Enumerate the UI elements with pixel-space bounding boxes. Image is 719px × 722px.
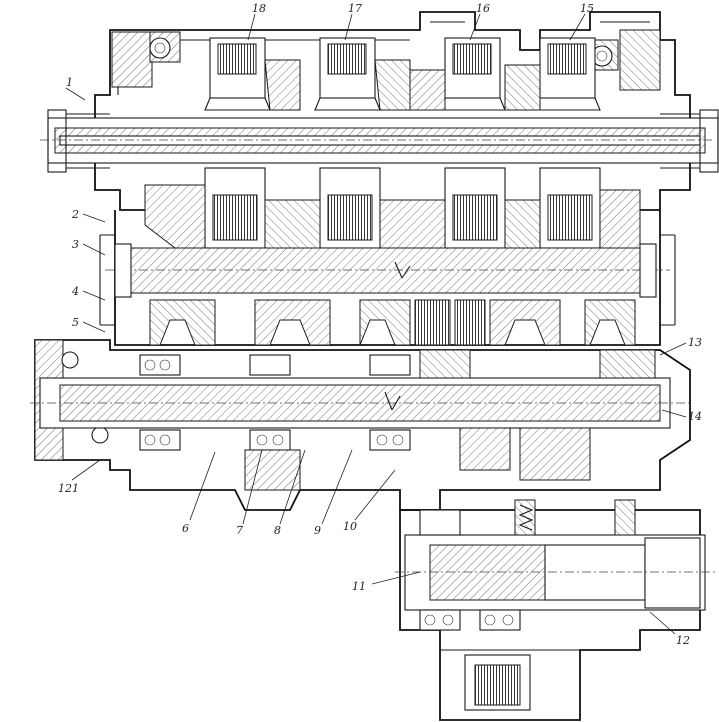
callout-16: 16 (476, 2, 490, 15)
upper-housing (94, 11, 691, 211)
auxiliary-unit (395, 499, 715, 721)
callout-leaders (65, 13, 687, 635)
lower-bearing-row (139, 349, 656, 491)
middle-gear-row (149, 299, 636, 346)
callout-12: 12 (676, 634, 690, 647)
callout-9: 9 (314, 524, 321, 537)
callout-7: 7 (236, 524, 243, 537)
callout-8: 8 (274, 524, 281, 537)
callout-labels: 1 2 3 4 5 121 6 7 8 9 10 11 12 13 14 18 … (58, 2, 702, 647)
clutch-pack-2 (314, 37, 411, 111)
callout-18: 18 (252, 2, 266, 15)
callout-4: 4 (71, 285, 79, 298)
callout-6: 6 (182, 522, 189, 535)
callout-1: 1 (66, 76, 73, 89)
callout-15: 15 (580, 2, 594, 15)
clutch-pack-4 (504, 37, 601, 111)
callout-17: 17 (348, 2, 362, 15)
callout-10: 10 (343, 520, 357, 533)
callout-13: 13 (688, 336, 702, 349)
middle-shaft (105, 243, 670, 298)
callout-3: 3 (72, 238, 79, 251)
clutch-pack-1 (204, 37, 301, 111)
callout-11: 11 (352, 580, 366, 593)
top-shaft (40, 109, 719, 173)
output-shaft (30, 377, 690, 429)
upper-gear-row (144, 167, 641, 249)
clutch-pack-3 (409, 37, 506, 111)
callout-2: 2 (71, 208, 79, 221)
callout-121: 121 (58, 482, 79, 495)
callout-14: 14 (688, 410, 702, 423)
callout-5: 5 (72, 316, 79, 329)
